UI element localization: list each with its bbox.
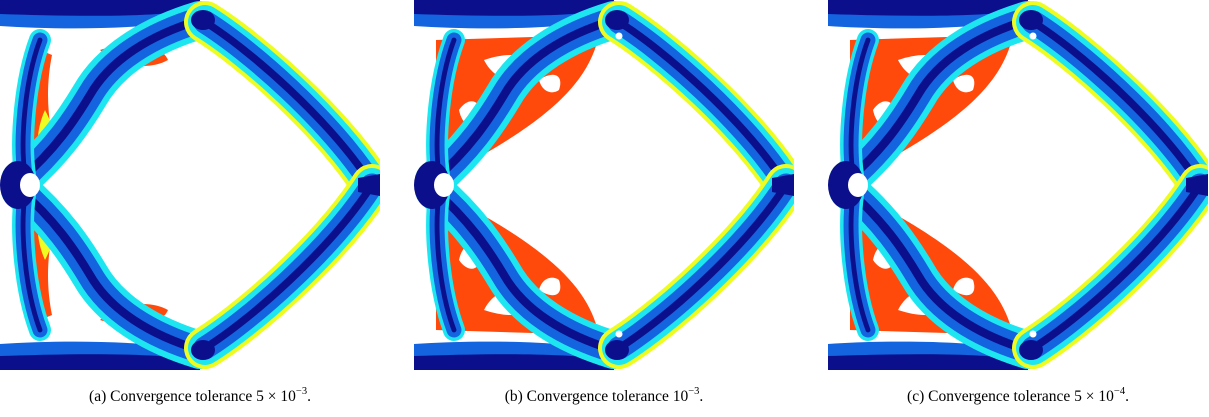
topology-plot-a (0, 0, 380, 370)
member-right-upper-blue-core (607, 10, 794, 197)
caption-b-text: Convergence tolerance 10 (526, 388, 689, 406)
caption-a-end: . (307, 388, 311, 406)
topology-plot-b (414, 0, 794, 370)
member-right-upper-dark-spine (201, 18, 376, 189)
top-hinge-void (615, 32, 623, 40)
member-left-lower-dark-spine (15, 185, 205, 355)
structure-b (414, 0, 794, 370)
bottom-chord-dark (414, 354, 614, 370)
caption-c: (c) Convergence tolerance 5 × 10−4. (858, 386, 1178, 406)
member-left-upper-dark-spine (843, 15, 1033, 185)
caption-c-label: (c) (907, 388, 925, 406)
subfigure-b (414, 0, 794, 370)
caption-a-text: Convergence tolerance 5 × 10 (110, 388, 296, 406)
caption-a-label: (a) (89, 388, 107, 406)
caption-a-exponent: −3 (295, 386, 308, 397)
bottom-hinge-void (615, 330, 623, 338)
member-right-upper-blue-core (193, 10, 380, 197)
member-right-upper-dark-spine (615, 18, 790, 189)
subfigure-a (0, 0, 380, 370)
right-load-node (1186, 174, 1208, 196)
bottom-hinge-void (1029, 330, 1037, 338)
void-top-3 (953, 74, 975, 93)
right-load-node (772, 174, 794, 196)
left-support-hole (848, 173, 868, 197)
caption-b-label: (b) (504, 388, 523, 406)
left-support-node (0, 161, 36, 209)
void-bottom-3 (953, 277, 975, 296)
bottom-hinge-node (1019, 340, 1043, 360)
member-right-lower-blue-core (607, 173, 794, 360)
subfigure-c (828, 0, 1208, 370)
topology-plot-c (828, 0, 1208, 370)
left-support-node (414, 161, 450, 209)
caption-c-end: . (1125, 388, 1129, 406)
member-right-upper-blue-core (1021, 10, 1208, 197)
top-hinge-node (1019, 10, 1043, 30)
void-top-3 (539, 74, 561, 93)
top-chord-dark (0, 0, 200, 16)
structure-c (828, 0, 1208, 370)
bottom-hinge-node (605, 340, 629, 360)
member-right-lower-dark-spine (1029, 181, 1204, 352)
member-left-lower-dark-spine (429, 185, 619, 355)
caption-b-end: . (699, 388, 704, 406)
left-support-hole (434, 173, 454, 197)
caption-c-text: Convergence tolerance 5 × 10 (928, 388, 1114, 406)
member-left-lower-dark-spine (843, 185, 1033, 355)
top-hinge-node (605, 10, 629, 30)
right-load-node (358, 174, 380, 196)
bottom-hinge-node (191, 340, 215, 360)
member-left-upper-dark-spine (429, 15, 619, 185)
structure-a (0, 0, 380, 370)
member-left-upper-dark-spine (15, 15, 205, 185)
left-support-node (828, 161, 864, 209)
caption-b: (b) Convergence tolerance 10−3. (444, 386, 764, 406)
caption-a: (a) Convergence tolerance 5 × 10−3. (40, 386, 360, 406)
caption-c-exponent: −4 (1113, 386, 1126, 397)
bottom-chord-dark (0, 354, 200, 370)
member-right-lower-blue-core (1021, 173, 1208, 360)
void-bottom-3 (539, 277, 561, 296)
top-hinge-void (1029, 32, 1037, 40)
bottom-chord-dark (828, 354, 1028, 370)
member-right-lower-blue-core (193, 173, 380, 360)
top-chord-dark (414, 0, 614, 16)
member-right-upper-dark-spine (1029, 18, 1204, 189)
member-right-lower-dark-spine (615, 181, 790, 352)
left-support-hole (20, 173, 40, 197)
member-right-lower-dark-spine (201, 181, 376, 352)
top-hinge-node (191, 10, 215, 30)
caption-b-exponent: −3 (688, 386, 700, 397)
top-chord-dark (828, 0, 1028, 16)
